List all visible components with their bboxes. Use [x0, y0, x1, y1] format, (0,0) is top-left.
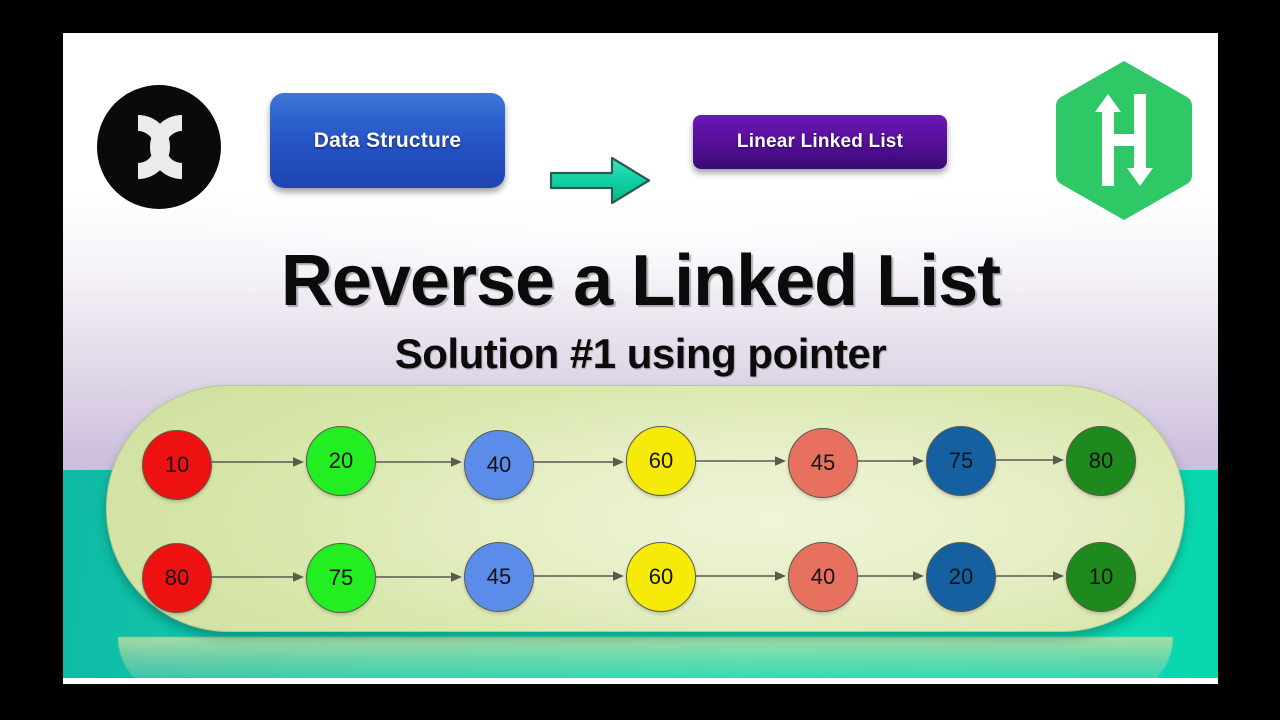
linear-linked-list-button[interactable]: Linear Linked List — [693, 115, 947, 169]
list-node: 60 — [626, 426, 696, 496]
data-structure-button[interactable]: Data Structure — [270, 93, 505, 188]
list-pointer-arrow — [376, 455, 462, 469]
list-node: 60 — [626, 542, 696, 612]
list-pointer-arrow — [534, 455, 624, 469]
linear-linked-list-button-label: Linear Linked List — [736, 131, 904, 152]
list-pointer-arrow — [696, 569, 786, 583]
content-frame: Data Structure Linear Link — [63, 33, 1218, 684]
list-node: 40 — [464, 430, 534, 500]
list-pointer-arrow — [996, 569, 1064, 583]
header-bar: Data Structure Linear Link — [63, 33, 1218, 233]
list-node: 20 — [926, 542, 996, 612]
hackerrank-logo — [1051, 58, 1197, 223]
list-pointer-arrow — [534, 569, 624, 583]
linked-list-panel: 10 20 40 60 45 75 80 80 75 45 60 40 20 10 — [106, 385, 1185, 632]
list-pointer-arrow — [212, 570, 304, 584]
list-pointer-arrow — [858, 454, 924, 468]
right-arrow-icon — [548, 153, 653, 208]
list-node: 75 — [306, 543, 376, 613]
reversed-list-row: 80 75 45 60 40 20 10 — [107, 524, 1184, 613]
list-node: 45 — [464, 542, 534, 612]
list-node: 80 — [1066, 426, 1136, 496]
list-pointer-arrow — [996, 453, 1064, 467]
list-node: 75 — [926, 426, 996, 496]
list-pointer-arrow — [212, 455, 304, 469]
list-pointer-arrow — [376, 570, 462, 584]
page-subtitle: Solution #1 using pointer — [394, 330, 887, 377]
list-node: 10 — [1066, 542, 1136, 612]
page-title: Reverse a Linked List — [280, 241, 1001, 321]
list-node: 45 — [788, 428, 858, 498]
list-pointer-arrow — [858, 569, 924, 583]
list-pointer-arrow — [696, 454, 786, 468]
data-structure-button-label: Data Structure — [313, 128, 462, 152]
original-list-row: 10 20 40 60 45 75 80 — [107, 408, 1184, 500]
channel-logo — [96, 84, 222, 210]
list-node: 20 — [306, 426, 376, 496]
list-node: 80 — [142, 543, 212, 613]
bottom-white-strip — [63, 678, 1218, 684]
list-node: 40 — [788, 542, 858, 612]
panel-reflection — [118, 637, 1173, 684]
list-node: 10 — [142, 430, 212, 500]
